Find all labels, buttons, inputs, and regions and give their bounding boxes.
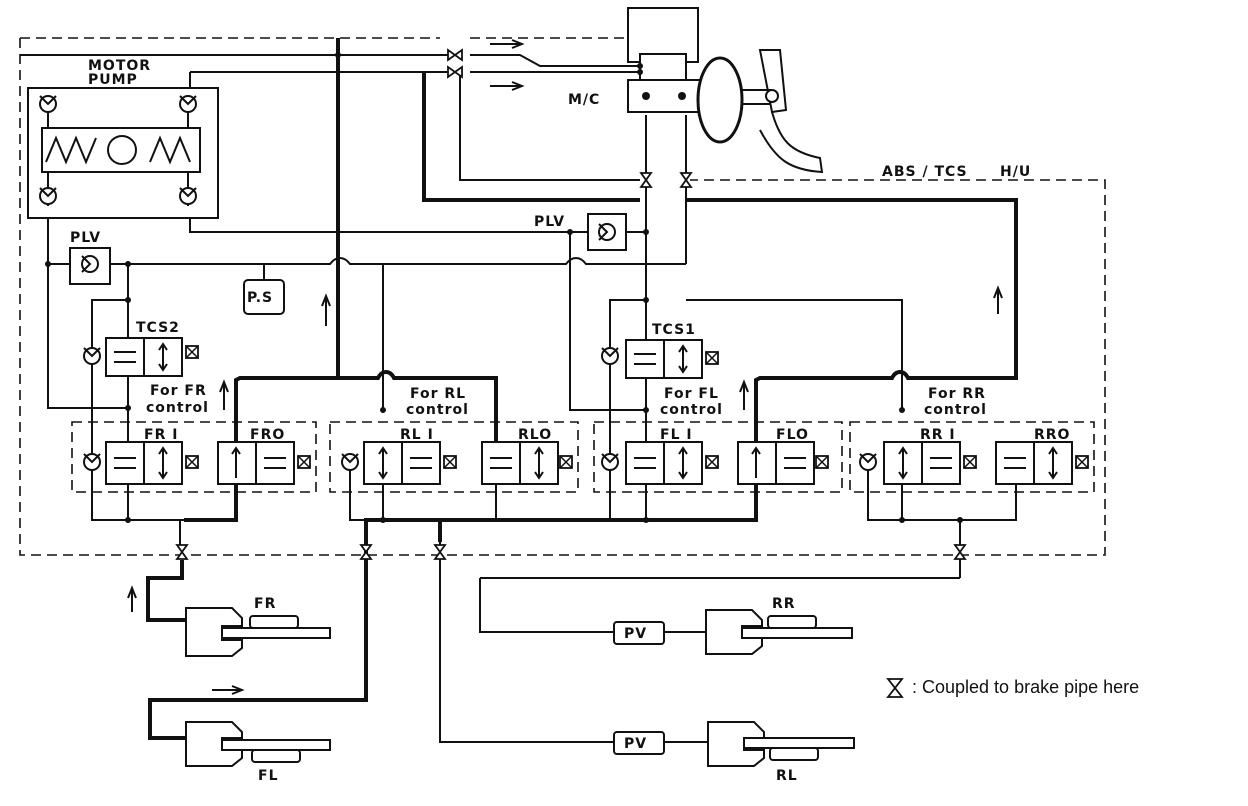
coupling-icon xyxy=(680,172,692,188)
pressure-switch xyxy=(243,279,285,315)
label-abs-tcs: ABS / TCS xyxy=(882,164,968,180)
label-plv-right: PLV xyxy=(534,214,565,230)
label-rro: RRO xyxy=(1034,427,1070,443)
master-cylinder xyxy=(627,7,701,113)
rl-valve-group xyxy=(329,421,579,493)
plv-right xyxy=(587,213,627,251)
tcs2-valve xyxy=(83,337,199,377)
label-rr: RR xyxy=(772,596,796,612)
pv-rl xyxy=(613,731,665,755)
caliper-fl xyxy=(185,721,331,767)
label-for-fl: For FL xyxy=(664,386,719,402)
motor-pump xyxy=(27,87,219,219)
coupling-icon xyxy=(886,678,904,698)
label-rri: RR I xyxy=(920,427,956,443)
coupling-icon xyxy=(447,66,463,78)
label-fro: FRO xyxy=(250,427,285,443)
junction-dots xyxy=(45,52,963,523)
coupling-icon xyxy=(176,544,188,560)
label-for-rl: For RL xyxy=(410,386,466,402)
rr-valve-group xyxy=(849,421,1095,493)
label-fli: FL I xyxy=(660,427,693,443)
label-for-fr-control: control xyxy=(146,400,209,416)
hydraulic-unit-boundary xyxy=(19,37,1106,556)
pv-rr xyxy=(613,621,665,645)
label-plv-left: PLV xyxy=(70,230,101,246)
caliper-rr xyxy=(705,609,853,655)
label-motor: MOTOR xyxy=(88,58,151,74)
brake-pedal xyxy=(758,49,824,174)
diagram-labels: MOTOR PUMP M/C ABS / TCS H/U PLV PLV P.S… xyxy=(70,58,1070,784)
legend: : Coupled to brake pipe here xyxy=(886,677,1139,698)
label-pv-rl: PV xyxy=(624,736,647,752)
label-flo: FLO xyxy=(776,427,809,443)
brake-booster xyxy=(696,56,771,144)
flow-arrows xyxy=(127,39,1003,695)
label-ps: P.S xyxy=(247,290,273,306)
label-fr: FR xyxy=(254,596,276,612)
label-for-rr-control: control xyxy=(924,402,987,418)
caliper-fr xyxy=(185,607,331,657)
label-pv-rr: PV xyxy=(624,626,647,642)
label-for-rl-control: control xyxy=(406,402,469,418)
coupling-icon xyxy=(360,544,372,560)
legend-text: : Coupled to brake pipe here xyxy=(912,677,1139,697)
coupling-icon xyxy=(447,49,463,61)
label-fl: FL xyxy=(258,768,278,784)
caliper-rl xyxy=(707,721,855,767)
label-tcs2: TCS2 xyxy=(136,320,180,336)
label-for-fl-control: control xyxy=(660,402,723,418)
label-fri: FR I xyxy=(144,427,178,443)
tcs1-valve xyxy=(601,339,719,379)
brake-lines-thick xyxy=(146,38,1018,740)
coupling-icon xyxy=(640,172,652,188)
fl-valve-group xyxy=(593,421,843,493)
label-rl: RL xyxy=(776,768,798,784)
plv-left xyxy=(69,247,111,285)
label-rli: RL I xyxy=(400,427,434,443)
label-pump: PUMP xyxy=(88,72,138,88)
label-rlo: RLO xyxy=(518,427,552,443)
label-mc: M/C xyxy=(568,92,600,108)
label-for-fr: For FR xyxy=(150,383,207,399)
coupling-icon xyxy=(434,544,446,560)
label-hu: H/U xyxy=(1000,164,1031,180)
fr-valve-group xyxy=(71,421,317,493)
coupling-icon xyxy=(954,544,966,560)
label-for-rr: For RR xyxy=(928,386,986,402)
label-tcs1: TCS1 xyxy=(652,322,696,338)
